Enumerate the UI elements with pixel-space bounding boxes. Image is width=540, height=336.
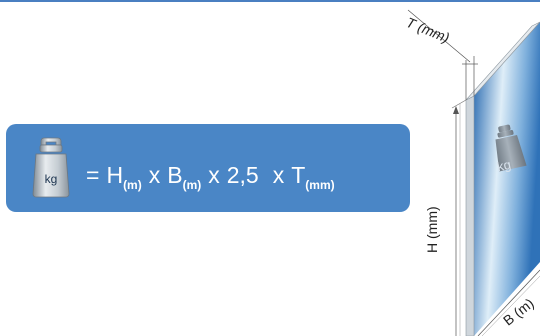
glass-weight-label: kg xyxy=(495,156,513,175)
thickness-unit: (mm) xyxy=(305,178,335,192)
height-ext-top xyxy=(451,99,467,109)
width-dim-line xyxy=(477,269,540,336)
height-arrow-top xyxy=(453,106,459,114)
thickness-symbol: T xyxy=(291,162,306,188)
multiply-sign-1: x xyxy=(148,162,161,188)
height-unit: (m) xyxy=(123,178,142,192)
width-symbol: B xyxy=(167,162,183,188)
equals-sign: = xyxy=(86,162,100,188)
top-divider xyxy=(0,0,540,2)
glass-top-edge xyxy=(465,21,540,101)
glass-front xyxy=(474,22,540,336)
multiply-sign-2: x xyxy=(208,162,220,188)
glass-pane-drawing xyxy=(380,0,540,336)
weight-shape xyxy=(32,137,70,198)
weight-kg-icon: kg xyxy=(31,136,71,198)
height-symbol: H xyxy=(106,162,124,188)
width-unit: (m) xyxy=(182,178,202,192)
thickness-leader xyxy=(407,9,471,63)
height-label: H (mm) xyxy=(424,206,440,253)
multiply-sign-3: x xyxy=(272,162,285,188)
glass-pane xyxy=(407,9,540,336)
width-ext-line xyxy=(481,275,540,336)
density-factor: 2,5 xyxy=(226,162,259,188)
weight-icon-label: kg xyxy=(44,172,58,186)
formula-panel xyxy=(6,124,410,212)
glass-edge xyxy=(465,95,475,336)
glass-weight-icon xyxy=(495,124,527,172)
